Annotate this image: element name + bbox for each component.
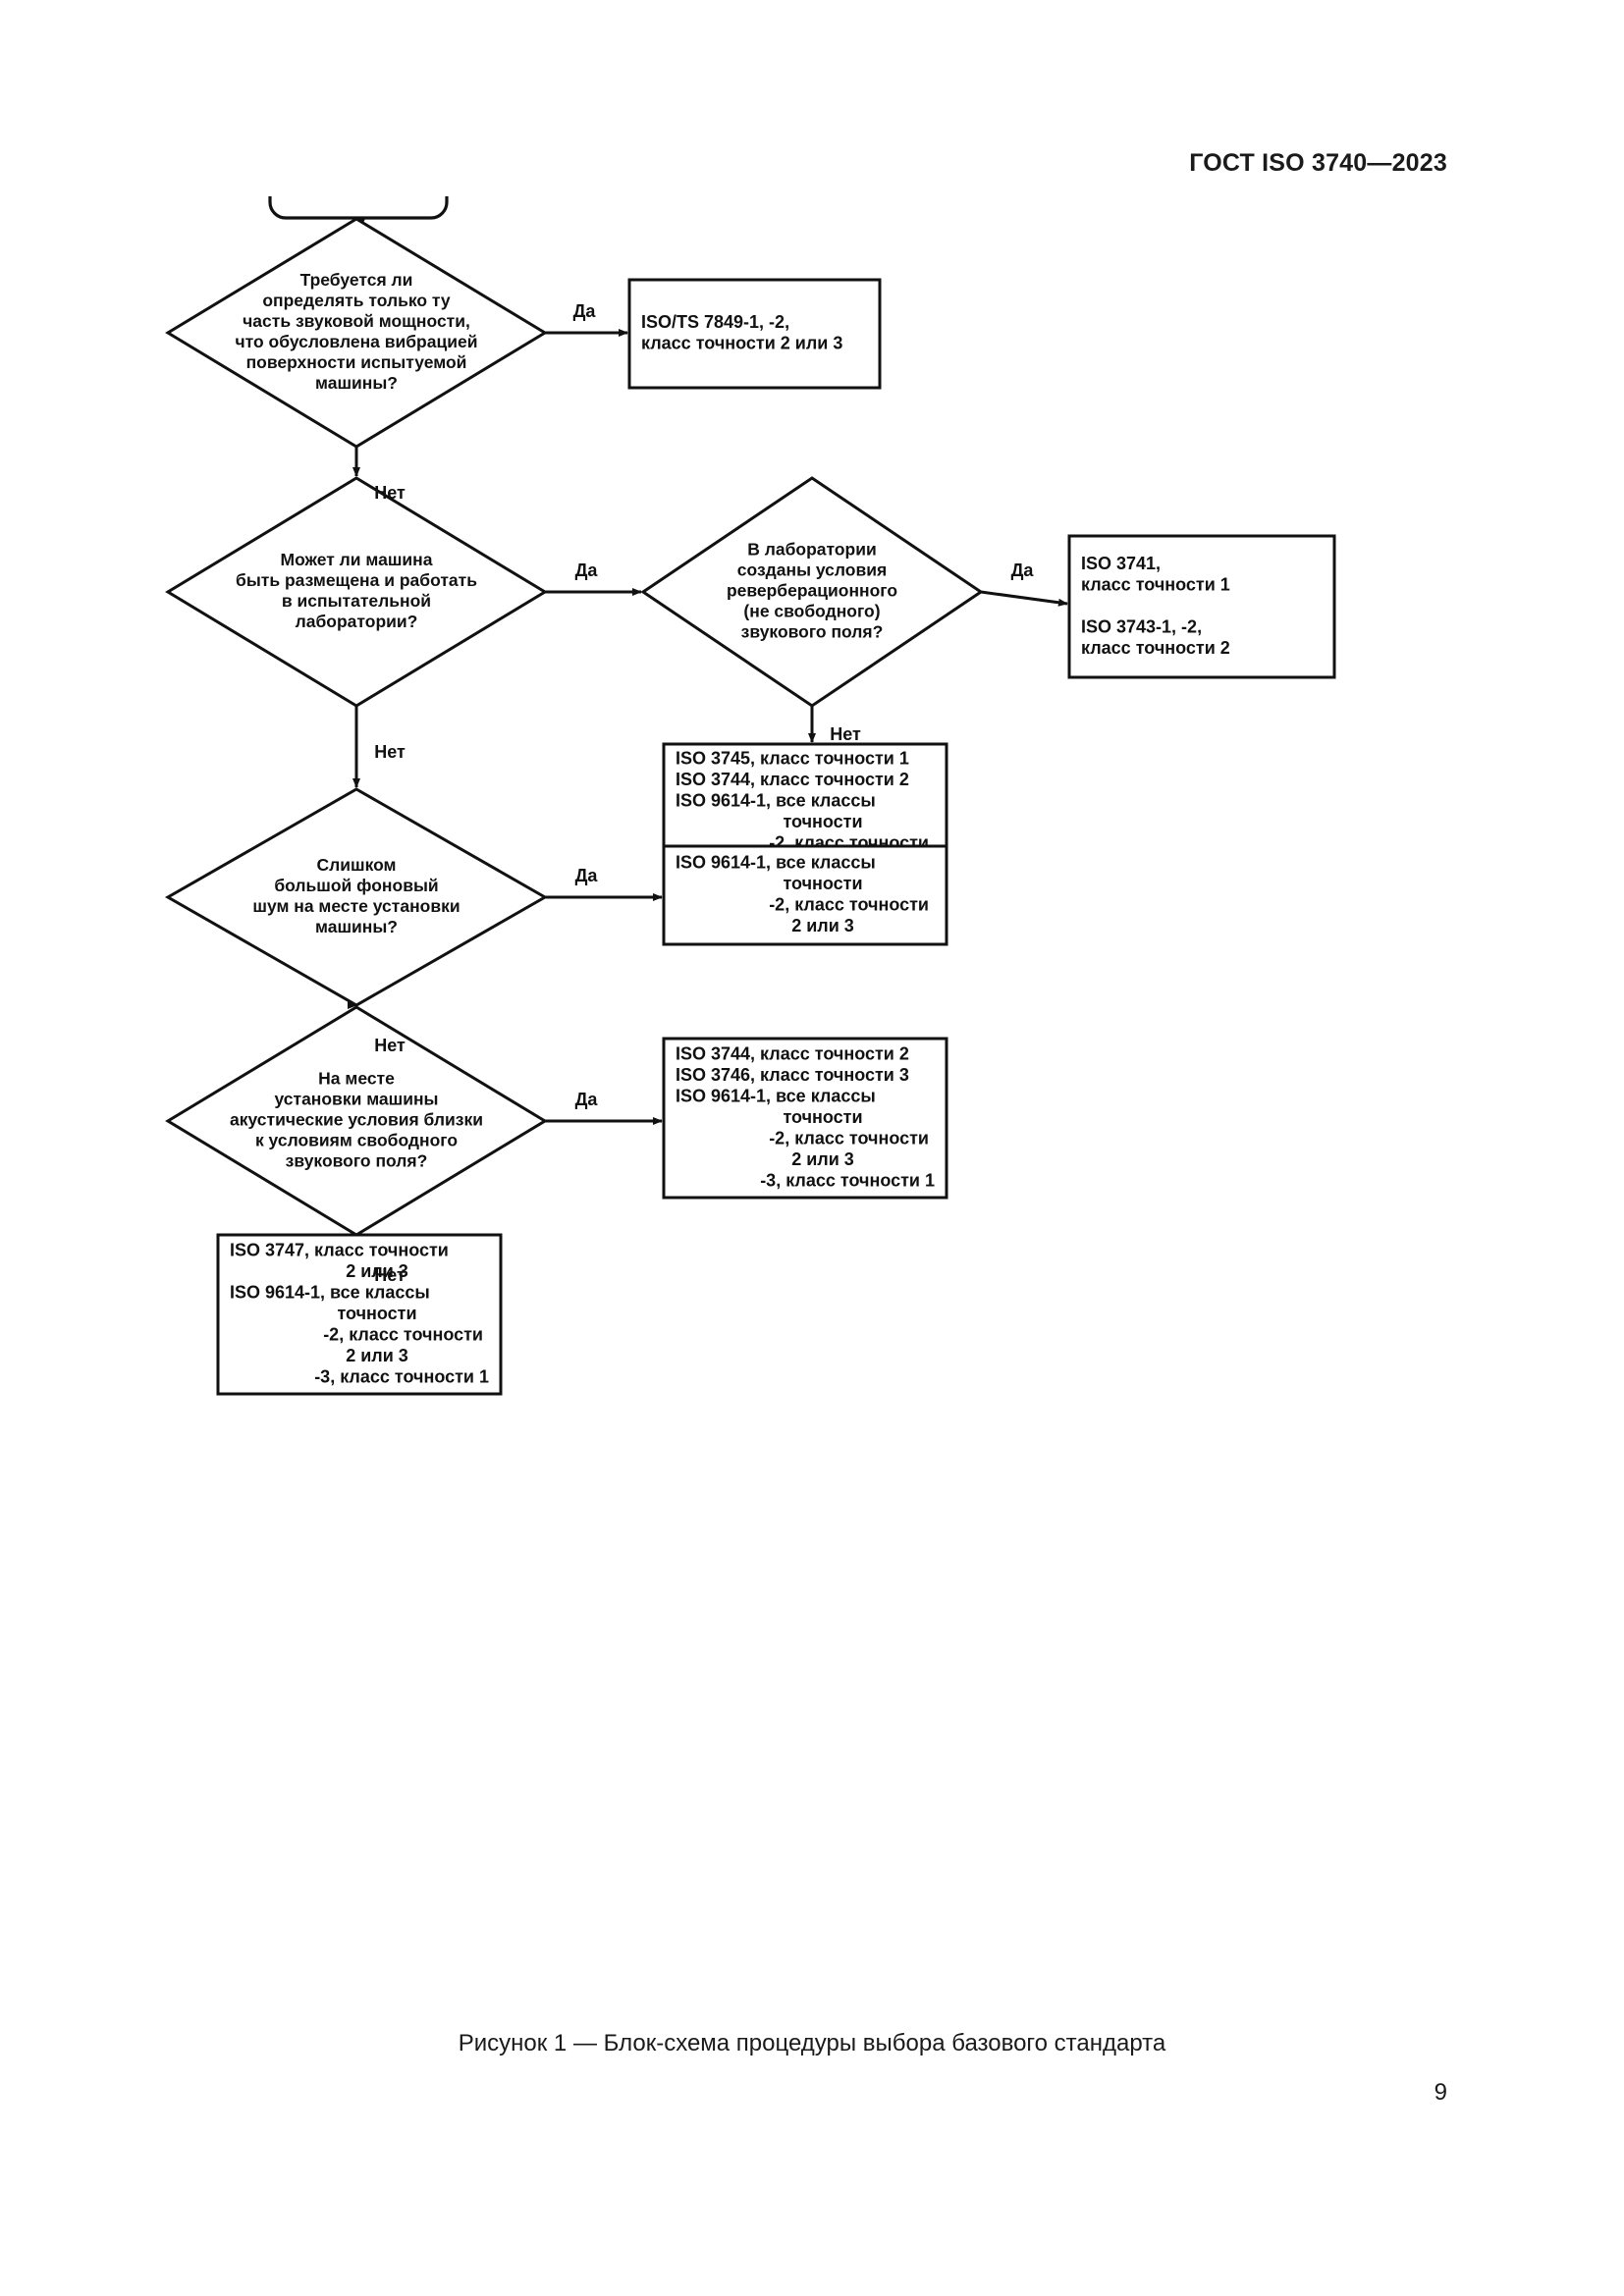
- svg-text:ISO 3747, класс точности: ISO 3747, класс точности: [230, 1240, 449, 1259]
- result-box-r2: ISO 3741,класс точности 1 ISO 3743-1, -2,…: [1067, 534, 1336, 679]
- svg-text:Требуется ли: Требуется ли: [300, 270, 413, 290]
- edge-label-d4-yes: Да: [575, 866, 599, 885]
- svg-text:машины?: машины?: [315, 917, 398, 936]
- edge-label-d2-no: Нет: [374, 742, 406, 762]
- svg-text:большой фоновый: большой фоновый: [274, 876, 438, 895]
- svg-text:в испытательной: в испытательной: [282, 591, 431, 611]
- figure-caption: Рисунок 1 — Блок-схема процедуры выбора …: [458, 2030, 1166, 2056]
- svg-text:На месте: На месте: [318, 1069, 395, 1089]
- svg-text:что обусловлена вибрацией: что обусловлена вибрацией: [236, 332, 478, 351]
- svg-text:класс точности 1: класс точности 1: [1081, 574, 1230, 594]
- svg-text:Может ли машина: Может ли машина: [281, 550, 433, 569]
- edge-label-d5-no: Нет: [374, 1265, 406, 1285]
- node-start: Старт: [268, 196, 449, 220]
- svg-text:созданы условия: созданы условия: [737, 561, 887, 580]
- edge-label-d5-yes: Да: [575, 1090, 599, 1109]
- svg-text:класс точности 2 или 3: класс точности 2 или 3: [641, 334, 842, 353]
- svg-text:-3, класс точности 1: -3, класс точности 1: [314, 1366, 489, 1386]
- svg-text:ISO 3741,: ISO 3741,: [1081, 554, 1161, 573]
- svg-text:быть размещена и работать: быть размещена и работать: [236, 570, 477, 590]
- svg-text:2 или 3: 2 или 3: [791, 1149, 854, 1169]
- svg-text:ISO/TS 7849-1, -2,: ISO/TS 7849-1, -2,: [641, 312, 789, 332]
- edge-label-d4-no: Нет: [374, 1036, 406, 1055]
- svg-text:класс точности 2: класс точности 2: [1081, 638, 1230, 658]
- svg-text:ISO 9614-1, все классы: ISO 9614-1, все классы: [676, 1086, 876, 1105]
- edge-label-d1-no: Нет: [374, 483, 406, 503]
- svg-text:к условиям свободного: к условиям свободного: [255, 1131, 458, 1150]
- svg-text:ISO 3743-1, -2,: ISO 3743-1, -2,: [1081, 616, 1202, 636]
- svg-text:-3, класс точности 1: -3, класс точности 1: [760, 1170, 935, 1190]
- edge-label-d3-yes: Да: [1011, 561, 1035, 580]
- svg-text:ISO 3744, класс точности 2: ISO 3744, класс точности 2: [676, 1043, 909, 1063]
- svg-text:определять только ту: определять только ту: [262, 291, 451, 310]
- svg-text:ISO 3746, класс точности 3: ISO 3746, класс точности 3: [676, 1065, 909, 1085]
- svg-text:ISO 3745, класс точности 1: ISO 3745, класс точности 1: [676, 748, 909, 768]
- svg-text:-2, класс точности: -2, класс точности: [769, 1128, 929, 1148]
- document-header: ГОСТ ISO 3740—2023: [1189, 149, 1447, 177]
- svg-text:2 или 3: 2 или 3: [791, 916, 854, 935]
- svg-text:2 или 3: 2 или 3: [346, 1261, 408, 1281]
- svg-text:Слишком: Слишком: [316, 855, 396, 875]
- svg-text:точности: точности: [783, 874, 862, 893]
- svg-text:ISO 9614-1, все классы: ISO 9614-1, все классы: [230, 1282, 430, 1302]
- svg-text:ISO 3744, класс точности 2: ISO 3744, класс точности 2: [676, 770, 909, 789]
- result-box-r1: ISO/TS 7849-1, -2, класс точности 2 или 3: [627, 278, 882, 390]
- svg-text:точности: точности: [337, 1304, 416, 1323]
- svg-text:-2, класс точности: -2, класс точности: [323, 1324, 483, 1344]
- flow-connectors: [352, 215, 1068, 1242]
- svg-text:точности: точности: [783, 1107, 862, 1127]
- svg-text:реверберационного: реверберационного: [727, 581, 897, 601]
- svg-text:установки машины: установки машины: [274, 1090, 438, 1109]
- svg-text:часть звуковой мощности,: часть звуковой мощности,: [243, 311, 470, 331]
- svg-text:(не свободного): (не свободного): [743, 602, 880, 621]
- svg-text:лаборатории?: лаборатории?: [296, 612, 418, 631]
- svg-text:ISO 9614-1, все классы: ISO 9614-1, все классы: [676, 853, 876, 873]
- connector-d3-yes: [980, 590, 1068, 607]
- svg-text:-2, класс точности: -2, класс точности: [769, 895, 929, 915]
- svg-text:В лаборатории: В лаборатории: [747, 540, 877, 560]
- svg-text:Старт: Старт: [333, 196, 384, 197]
- svg-text:акустические условия близки: акустические условия близки: [230, 1110, 483, 1130]
- svg-text:ISO 9614-1, все классы: ISO 9614-1, все классы: [676, 790, 876, 810]
- svg-text:шум на месте установки: шум на месте установки: [252, 896, 460, 916]
- svg-text:точности: точности: [783, 812, 862, 831]
- svg-text:2 или 3: 2 или 3: [346, 1346, 408, 1365]
- edge-label-d1-yes: Да: [573, 301, 597, 321]
- page-number: 9: [1434, 2079, 1447, 2106]
- svg-text:звукового поля?: звукового поля?: [286, 1151, 428, 1171]
- edge-label-d2-yes: Да: [575, 561, 599, 580]
- svg-text:машины?: машины?: [315, 373, 398, 393]
- svg-text:звукового поля?: звукового поля?: [741, 622, 884, 642]
- svg-text:поверхности испытуемой: поверхности испытуемой: [246, 352, 467, 372]
- edge-label-d3-no: Нет: [830, 724, 861, 744]
